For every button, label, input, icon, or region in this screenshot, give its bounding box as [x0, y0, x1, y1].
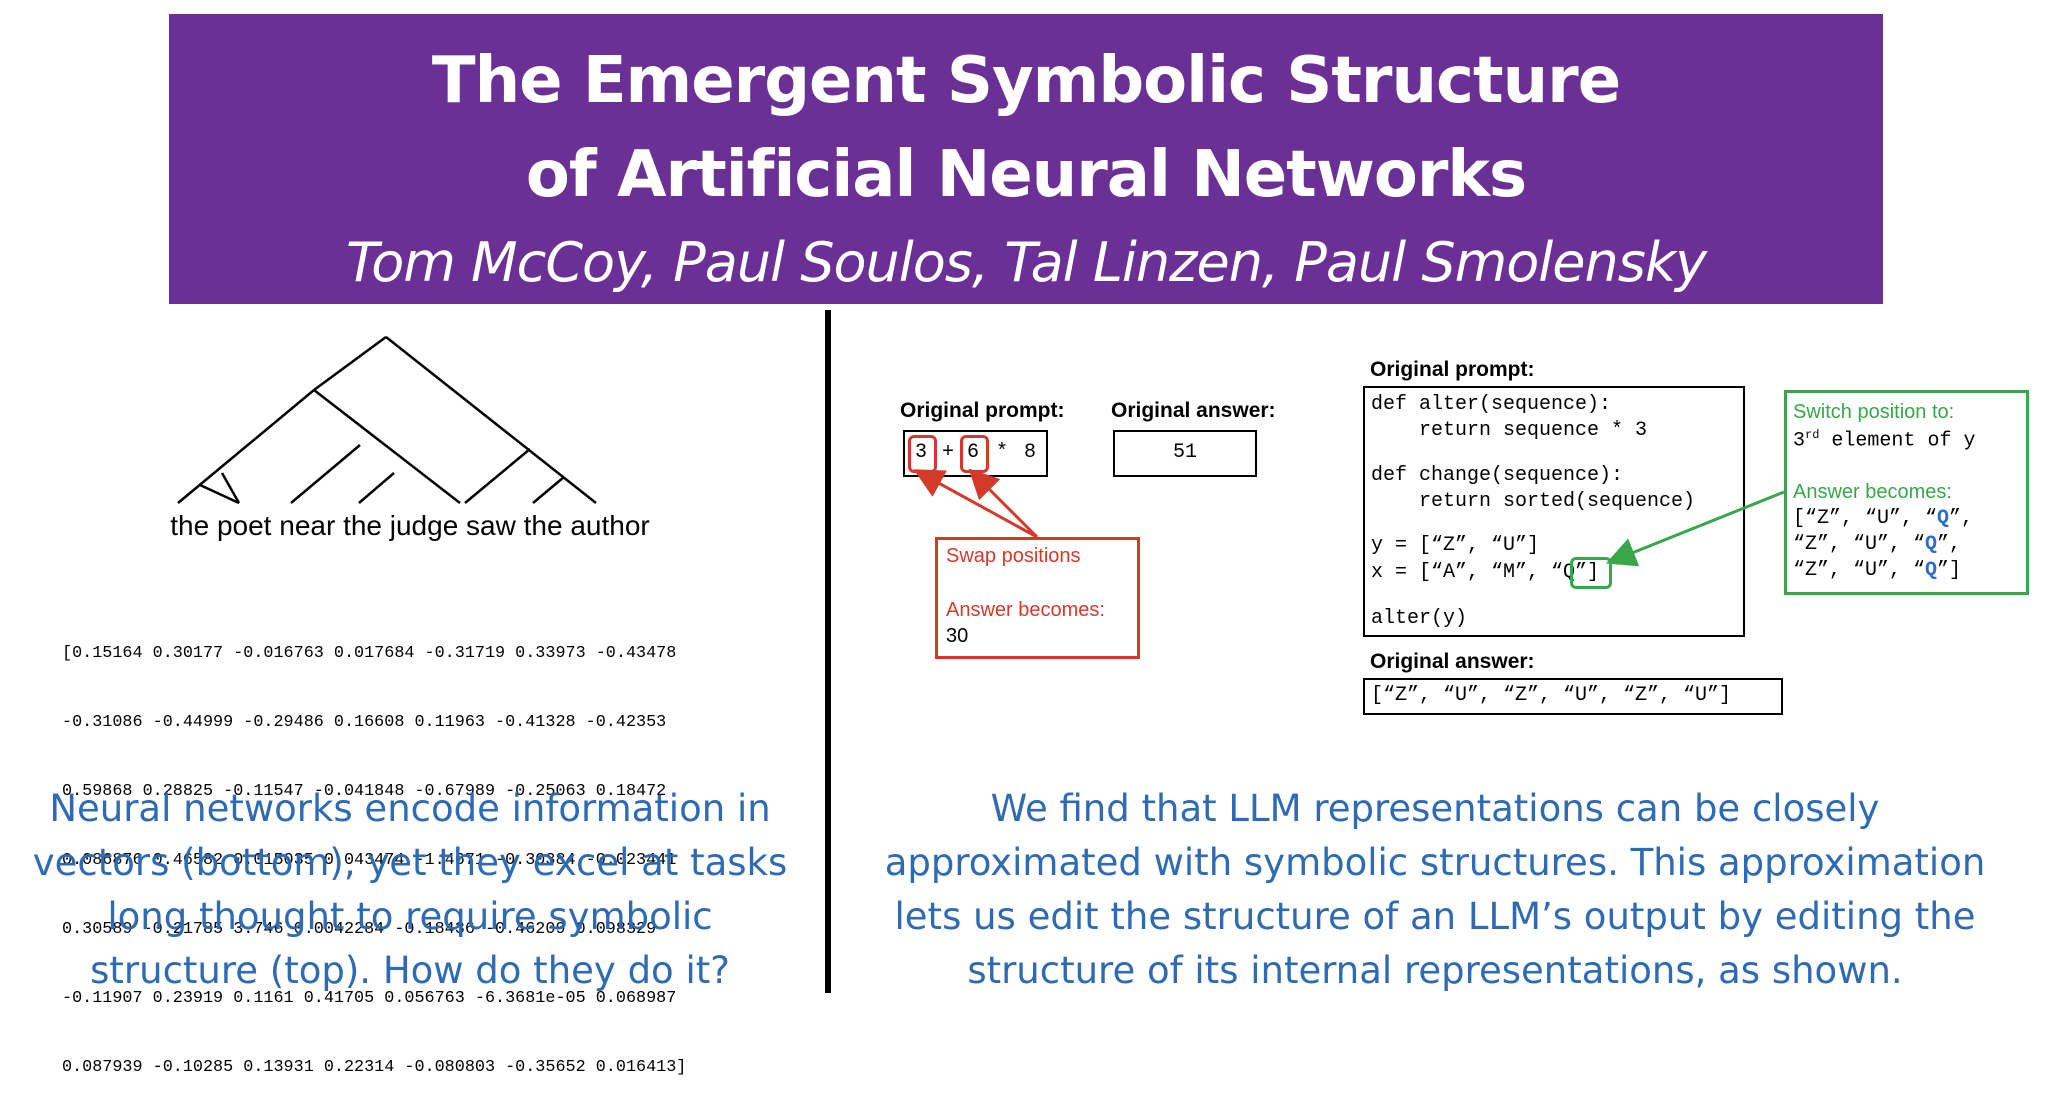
answer-fragment: ”,	[1949, 507, 1974, 530]
tree-edge	[290, 444, 361, 504]
switch-target-suffix: element of y	[1819, 429, 1976, 453]
switch-answer-line: “Z”, “U”, “Q”,	[1793, 533, 1961, 556]
caption-line: structure of its internal representation…	[967, 949, 1903, 992]
switch-answer-line: “Z”, “U”, “Q”]	[1793, 559, 1961, 582]
tree-edge	[385, 336, 597, 504]
code-line: def alter(sequence):	[1371, 393, 1612, 416]
tree-edge	[358, 472, 395, 504]
swap-title: Swap positions	[946, 545, 1081, 567]
caption-line: vectors (bottom), yet they excel at task…	[32, 841, 788, 884]
vector-line: [0.15164 0.30177 -0.016763 0.017684 -0.3…	[62, 644, 677, 663]
answer-fragment: ”,	[1937, 533, 1962, 556]
tree-edge	[532, 476, 565, 504]
tree-edge	[464, 448, 531, 504]
arith-answer: 51	[1172, 441, 1197, 464]
caption-line: long thought to require symbolic	[107, 895, 713, 938]
arith-token: *	[996, 441, 1009, 464]
swap-box	[935, 537, 1140, 659]
code-prompt-box	[1363, 386, 1745, 637]
vertical-divider	[825, 310, 831, 993]
swap-answer-label: Answer becomes:	[946, 599, 1105, 621]
code-line: return sequence * 3	[1371, 419, 1648, 442]
title-banner: The Emergent Symbolic Structure of Artif…	[169, 14, 1883, 304]
arith-token: 3	[915, 441, 928, 464]
title-line-1: The Emergent Symbolic Structure	[431, 44, 1621, 118]
switch-answer-label: Answer becomes:	[1793, 481, 1952, 503]
caption-line: lets us edit the structure of an LLM’s o…	[894, 895, 1976, 938]
tree-edge	[199, 483, 240, 505]
answer-fragment: “Z”, “U”, “	[1793, 559, 1926, 582]
right-caption: We find that LLM representations can be …	[860, 782, 2010, 998]
switch-target: 3rd element of y	[1793, 428, 1975, 453]
arith-token: 6	[967, 441, 980, 464]
answer-fragment: [“Z”, “U”, “	[1793, 507, 1938, 530]
arith-prompt-label: Original prompt:	[900, 399, 1065, 422]
left-caption: Neural networks encode information in ve…	[30, 782, 790, 998]
swap-answer: 30	[946, 625, 969, 647]
answer-q: Q	[1925, 533, 1938, 556]
vector-line: 0.59868 0.28825 -0.11547 -0.041848 -0.67…	[62, 782, 667, 801]
answer-fragment: “Z”, “U”, “	[1793, 533, 1926, 556]
swap-arrow-to-6	[968, 468, 1039, 539]
code-line: y = [“Z”, “U”]	[1371, 534, 1540, 557]
title-line-2: of Artificial Neural Networks	[525, 138, 1527, 212]
arith-token: +	[942, 441, 955, 464]
tree-edge	[220, 472, 241, 504]
vector-line: 0.30589 -0.21785 3.746 0.0042284 -0.1843…	[62, 920, 657, 939]
vector-line: 0.086876 0.46582 0.015035 0.043474 -1.46…	[62, 851, 677, 870]
caption-line: structure (top). How do they do it?	[90, 949, 730, 992]
arith-answer-label: Original answer:	[1111, 399, 1276, 422]
switch-title: Switch position to:	[1793, 401, 1955, 423]
vector-line: 0.087939 -0.10285 0.13931 0.22314 -0.080…	[62, 1058, 687, 1077]
tree-edge	[313, 389, 461, 504]
vector-line: -0.31086 -0.44999 -0.29486 0.16608 0.119…	[62, 713, 667, 732]
code-answer: [“Z”, “U”, “Z”, “U”, “Z”, “U”]	[1371, 684, 1732, 707]
caption-line: We find that LLM representations can be …	[990, 787, 1880, 830]
code-line: x = [“A”, “M”, “Q”]	[1371, 561, 1600, 584]
swap-arrow-to-3	[913, 469, 1038, 539]
code-line: return sorted(sequence)	[1371, 490, 1696, 513]
switch-target-sup: rd	[1805, 428, 1820, 442]
caption-line: approximated with symbolic structures. T…	[884, 841, 1986, 884]
annotation-arrows	[913, 468, 1785, 567]
code-answer-box	[1363, 678, 1783, 715]
arith-token: 8	[1024, 441, 1037, 464]
answer-q: Q	[1937, 507, 1950, 530]
vector-line: -0.11907 0.23919 0.1161 0.41705 0.056763…	[62, 989, 677, 1008]
switch-target-prefix: 3	[1793, 429, 1806, 453]
code-prompt-label: Original prompt:	[1370, 358, 1535, 381]
parse-tree-diagram	[177, 335, 597, 505]
author-list: Tom McCoy, Paul Soulos, Tal Linzen, Paul…	[345, 231, 1707, 294]
answer-q: Q	[1925, 559, 1938, 582]
code-answer-label: Original answer:	[1370, 650, 1535, 673]
code-line: def change(sequence):	[1371, 464, 1624, 487]
answer-fragment: ”]	[1937, 559, 1962, 582]
switch-answer-line: [“Z”, “U”, “Q”,	[1793, 507, 1973, 530]
code-highlight-q	[1570, 557, 1612, 589]
switch-box	[1784, 390, 2029, 595]
switch-arrow-to-q	[1605, 490, 1785, 567]
arith-answer-box	[1113, 430, 1257, 477]
code-line: alter(y)	[1371, 607, 1468, 630]
tree-edge	[313, 335, 387, 392]
caption-line: Neural networks encode information in	[49, 787, 771, 830]
tree-sentence: the poet near the judge saw the author	[170, 510, 650, 541]
